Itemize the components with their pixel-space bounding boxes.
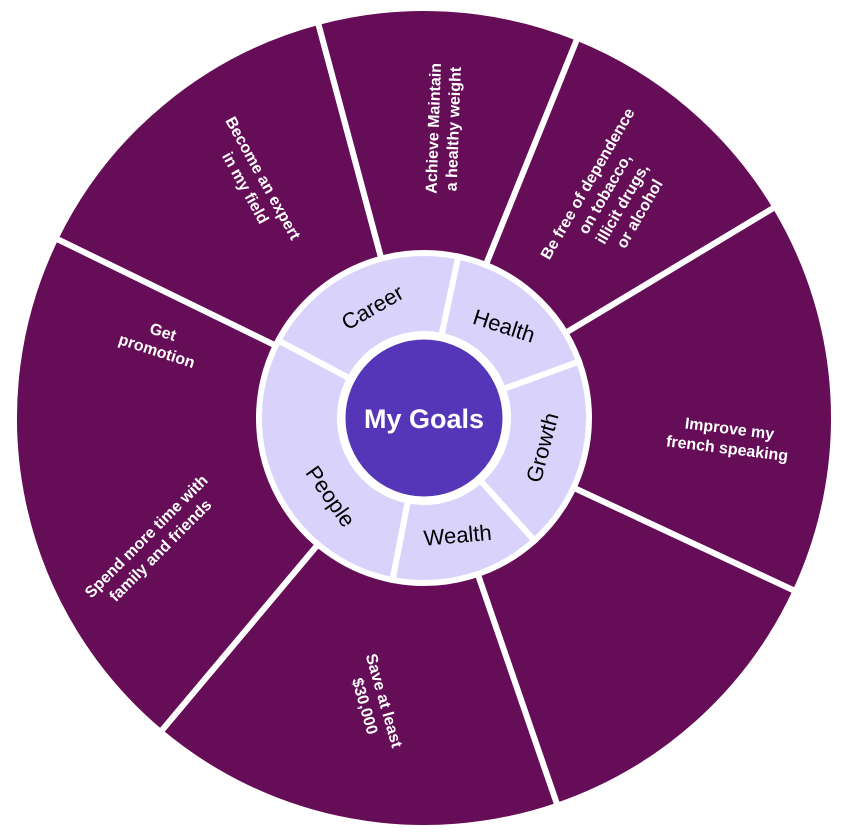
center-circle: [340, 334, 508, 502]
category-segment-career: [274, 250, 462, 383]
center-label: My Goals: [364, 404, 484, 434]
category-label-wealth-line: Wealth: [423, 520, 493, 551]
category-segment-growth: [475, 357, 592, 545]
goal-label-maintain-weight-line: a healthy weight: [444, 66, 465, 192]
goal-label-maintain-weight-line: Achieve Maintain: [423, 63, 445, 194]
category-segment-people: [256, 336, 412, 584]
goal-label-maintain-weight: Achieve Maintaina healthy weight: [423, 63, 465, 195]
category-label-wealth: Wealth: [423, 520, 493, 551]
